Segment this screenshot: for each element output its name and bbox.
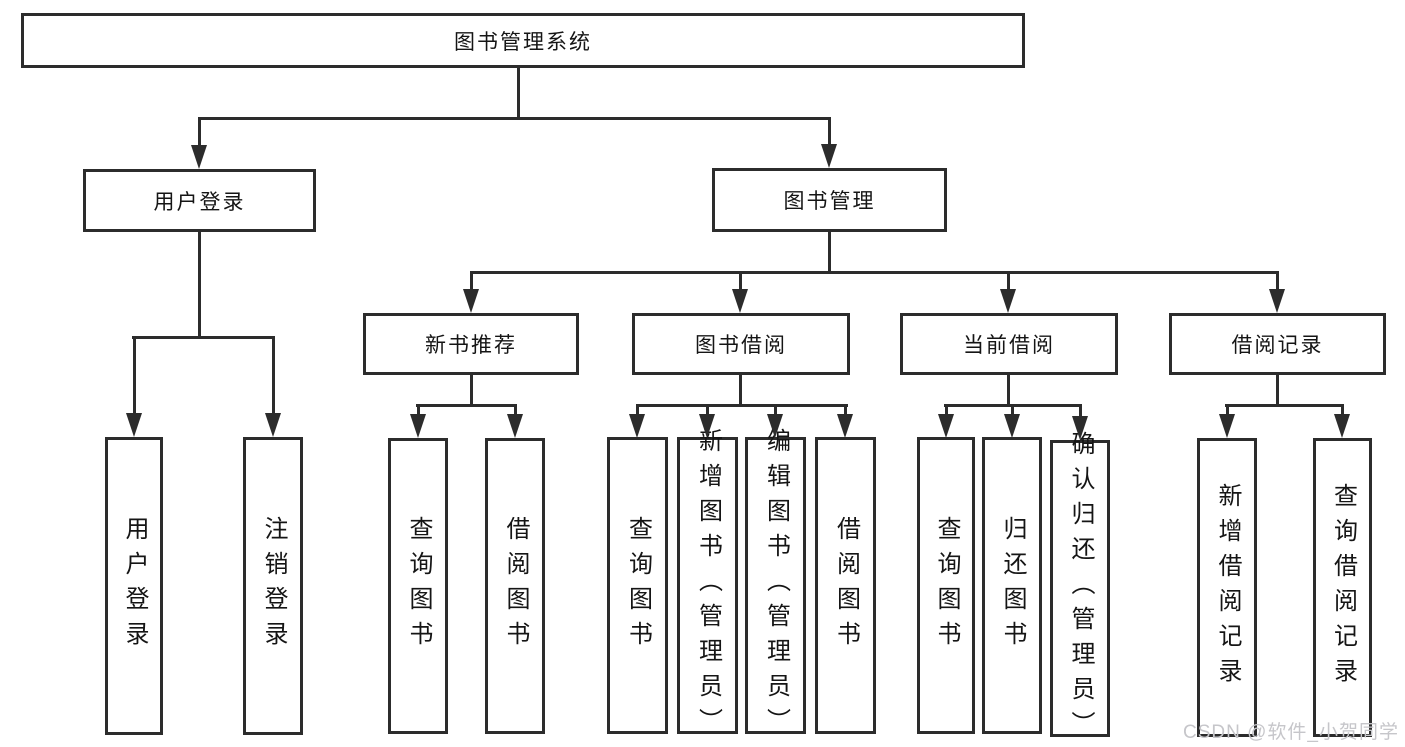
watermark: CSDN @软件_小贺同学 xyxy=(1183,722,1399,743)
leaf-add-book-admin: 新增图书（管理员） xyxy=(677,428,738,743)
node-borrow-records: 借阅记录 xyxy=(1169,313,1386,375)
arrow-down-icon xyxy=(821,144,837,168)
leaf-add-borrow-record: 新增借阅记录 xyxy=(1197,438,1257,737)
connector-rail-borrow xyxy=(636,404,848,407)
connector-line xyxy=(739,272,742,290)
connector-line xyxy=(272,337,275,414)
arrow-down-icon xyxy=(1334,414,1350,438)
leaf-borrow-books-2: 借阅图书 xyxy=(815,437,876,734)
arrow-down-icon xyxy=(265,413,281,437)
node-borrow-records-label: 借阅记录 xyxy=(1231,334,1324,357)
leaf-confirm-return-admin-label: 确认归还（管理员） xyxy=(1067,431,1094,746)
leaf-confirm-return-admin: 确认归还（管理员） xyxy=(1050,431,1110,746)
arrow-down-icon xyxy=(1004,414,1020,438)
connector-line xyxy=(945,405,948,415)
leaf-query-books-current: 查询图书 xyxy=(917,437,975,734)
leaf-query-books-recommend-label: 查询图书 xyxy=(405,516,432,656)
connector-line xyxy=(1226,405,1229,415)
arrow-down-icon xyxy=(938,414,954,438)
node-book-borrow-label: 图书借阅 xyxy=(695,334,787,357)
connector-rail-recommend xyxy=(416,404,517,407)
connector-line xyxy=(514,405,517,415)
leaf-query-books-recommend: 查询图书 xyxy=(388,438,448,734)
arrow-down-icon xyxy=(629,414,645,438)
leaf-query-books-borrow: 查询图书 xyxy=(607,437,668,734)
connector-line xyxy=(844,405,847,415)
arrow-down-icon xyxy=(191,145,207,169)
leaf-add-borrow-record-label: 新增借阅记录 xyxy=(1214,482,1241,693)
leaf-borrow-books-recommend-label: 借阅图书 xyxy=(502,516,529,656)
connector-line xyxy=(417,405,420,415)
node-new-book-recommend: 新书推荐 xyxy=(363,313,579,375)
arrow-down-icon xyxy=(1072,416,1088,440)
node-user-login-label: 用户登录 xyxy=(153,190,246,214)
leaf-logout-label: 注销登录 xyxy=(260,516,287,656)
leaf-logout: 注销登录 xyxy=(243,437,303,735)
connector-line xyxy=(1007,375,1010,407)
leaf-user-login: 用户登录 xyxy=(105,437,163,735)
arrow-down-icon xyxy=(126,413,142,437)
leaf-return-book: 归还图书 xyxy=(982,437,1042,734)
node-book-management: 图书管理 xyxy=(712,168,947,232)
leaf-add-book-admin-label: 新增图书（管理员） xyxy=(694,428,722,743)
connector-line xyxy=(133,337,136,414)
arrow-down-icon xyxy=(837,414,853,438)
connector-line xyxy=(470,272,473,290)
connector-user-login-stub xyxy=(198,232,201,339)
connector-rail-records xyxy=(1225,404,1344,407)
connector-line xyxy=(198,118,201,146)
node-current-borrow-label: 当前借阅 xyxy=(963,334,1055,357)
connector-line xyxy=(1079,405,1082,417)
connector-line xyxy=(1011,405,1014,415)
connector-line xyxy=(470,375,473,407)
arrow-down-icon xyxy=(1269,289,1285,313)
arrow-down-icon xyxy=(1219,414,1235,438)
connector-rail-user-login xyxy=(132,336,275,339)
node-book-management-label: 图书管理 xyxy=(783,190,876,213)
node-new-book-recommend-label: 新书推荐 xyxy=(425,334,517,357)
connector-rail-level3 xyxy=(470,271,1279,274)
connector-line xyxy=(739,375,742,407)
arrow-down-icon xyxy=(732,289,748,313)
arrow-down-icon xyxy=(699,414,715,438)
arrow-down-icon xyxy=(1000,289,1016,313)
connector-line xyxy=(636,405,639,415)
connector-line xyxy=(1276,375,1279,407)
connector-line xyxy=(828,118,831,145)
connector-line xyxy=(774,405,777,415)
connector-line xyxy=(706,405,709,415)
arrow-down-icon xyxy=(507,414,523,438)
node-root: 图书管理系统 xyxy=(21,13,1025,68)
leaf-borrow-books-recommend: 借阅图书 xyxy=(485,438,545,734)
leaf-query-books-borrow-label: 查询图书 xyxy=(624,515,652,656)
node-user-login: 用户登录 xyxy=(83,169,316,232)
leaf-query-borrow-record: 查询借阅记录 xyxy=(1313,438,1372,737)
connector-line xyxy=(1341,405,1344,415)
leaf-edit-book-admin: 编辑图书（管理员） xyxy=(745,428,806,743)
leaf-query-borrow-record-label: 查询借阅记录 xyxy=(1329,482,1357,693)
connector-root-stub xyxy=(517,68,520,120)
leaf-user-login-label: 用户登录 xyxy=(121,516,148,656)
connector-line xyxy=(1276,272,1279,290)
arrow-down-icon xyxy=(410,414,426,438)
leaf-edit-book-admin-label: 编辑图书（管理员） xyxy=(762,428,790,743)
arrow-down-icon xyxy=(463,289,479,313)
node-book-borrow: 图书借阅 xyxy=(632,313,850,375)
node-root-label: 图书管理系统 xyxy=(454,30,592,54)
connector-rail-level2 xyxy=(198,117,831,120)
connector-book-mgmt-stub xyxy=(828,232,831,274)
leaf-query-books-current-label: 查询图书 xyxy=(933,515,960,656)
connector-line xyxy=(1007,272,1010,290)
leaf-return-book-label: 归还图书 xyxy=(999,515,1026,656)
leaf-borrow-books-2-label: 借阅图书 xyxy=(832,515,860,656)
node-current-borrow: 当前借阅 xyxy=(900,313,1118,375)
arrow-down-icon xyxy=(767,414,783,438)
